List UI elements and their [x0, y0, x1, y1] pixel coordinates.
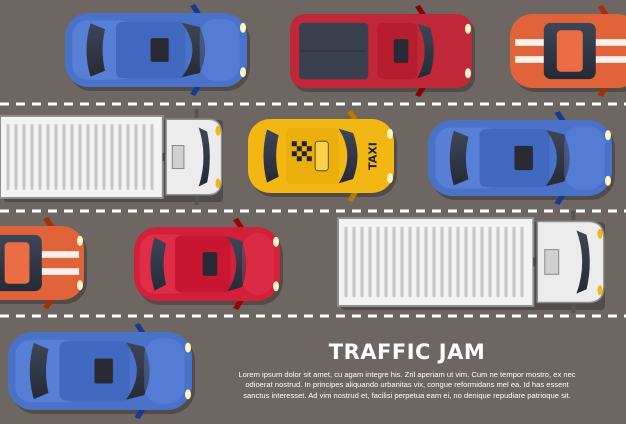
mirror	[347, 110, 360, 121]
car-roof	[59, 341, 130, 401]
headlight	[215, 125, 221, 136]
windshield	[576, 230, 590, 294]
roof-detail	[150, 38, 169, 62]
trailer-ribs	[6, 124, 154, 190]
mirror	[194, 196, 199, 205]
taxi-vehicle: TAXI	[248, 110, 397, 202]
rear-window	[263, 129, 279, 183]
car-hood	[242, 232, 275, 296]
mirror	[597, 86, 610, 97]
caption-title: TRAFFIC JAM	[328, 340, 486, 364]
mirror	[415, 5, 428, 16]
car-vehicle	[8, 323, 195, 419]
headlight	[597, 228, 603, 239]
mirror	[415, 86, 428, 97]
headlight	[273, 281, 279, 292]
mirror	[597, 5, 610, 16]
windshield	[338, 128, 358, 184]
windshield	[417, 23, 434, 79]
mirror	[43, 298, 56, 309]
pickup-vehicle	[290, 5, 475, 97]
mirror	[233, 218, 246, 229]
mirror	[347, 191, 360, 202]
mirror	[190, 4, 203, 15]
cab-vent	[544, 249, 560, 275]
headlight	[605, 130, 611, 141]
rear-window	[449, 130, 469, 186]
windshield	[227, 236, 247, 292]
windshield	[181, 22, 206, 78]
windshield	[125, 342, 150, 400]
windshield	[545, 129, 570, 187]
headlight	[185, 389, 191, 400]
truck-vehicle	[337, 211, 605, 313]
truck-vehicle	[0, 109, 223, 205]
mirror	[190, 85, 203, 96]
mirror	[134, 323, 147, 334]
rear-window	[150, 237, 167, 291]
car-roof	[4, 242, 30, 284]
caption: TRAFFIC JAM Lorem ipsum dolor sit amet, …	[232, 340, 582, 401]
headlight	[273, 236, 279, 247]
mirror	[134, 408, 147, 419]
headlight	[605, 175, 611, 186]
rear-window	[86, 23, 106, 77]
windshield	[198, 127, 210, 187]
headlight	[185, 342, 191, 353]
car-vehicle	[65, 4, 250, 96]
car-hood	[199, 18, 240, 82]
mirror	[43, 217, 56, 228]
car-hood	[144, 338, 185, 404]
mirror	[571, 211, 576, 220]
car-hood	[564, 126, 605, 190]
headlight	[77, 280, 83, 291]
mirror	[233, 299, 246, 310]
mirror	[554, 194, 567, 205]
car-vehicle	[510, 5, 626, 97]
headlight	[387, 173, 393, 184]
roof-detail	[514, 145, 533, 171]
car-vehicle	[428, 111, 615, 205]
lane-markings	[0, 102, 626, 318]
checker-pattern	[291, 141, 312, 162]
trailer-ribs	[344, 226, 524, 298]
cab-vent	[171, 145, 185, 169]
headlight	[240, 67, 246, 78]
car-roof	[556, 30, 583, 72]
mirror	[554, 111, 567, 122]
roof-detail	[393, 39, 409, 63]
mirror	[571, 304, 576, 313]
taxi-label: TAXI	[367, 142, 380, 170]
headlight	[387, 128, 393, 139]
caption-body: Lorem ipsum dolor sit amet, cu agam inte…	[238, 370, 576, 400]
trailer	[337, 217, 535, 307]
car-vehicle	[0, 217, 87, 309]
headlight	[215, 178, 221, 189]
headlight	[465, 23, 471, 34]
roof-detail	[202, 252, 218, 276]
headlight	[77, 235, 83, 246]
car-vehicle	[134, 218, 283, 310]
vehicles: TAXI	[0, 4, 626, 419]
roof-detail	[94, 358, 113, 384]
headlight	[465, 68, 471, 79]
rear-window	[29, 342, 49, 400]
mirror	[194, 109, 199, 118]
headlight	[240, 22, 246, 33]
headlight	[597, 285, 603, 296]
roof-sign	[314, 140, 329, 172]
